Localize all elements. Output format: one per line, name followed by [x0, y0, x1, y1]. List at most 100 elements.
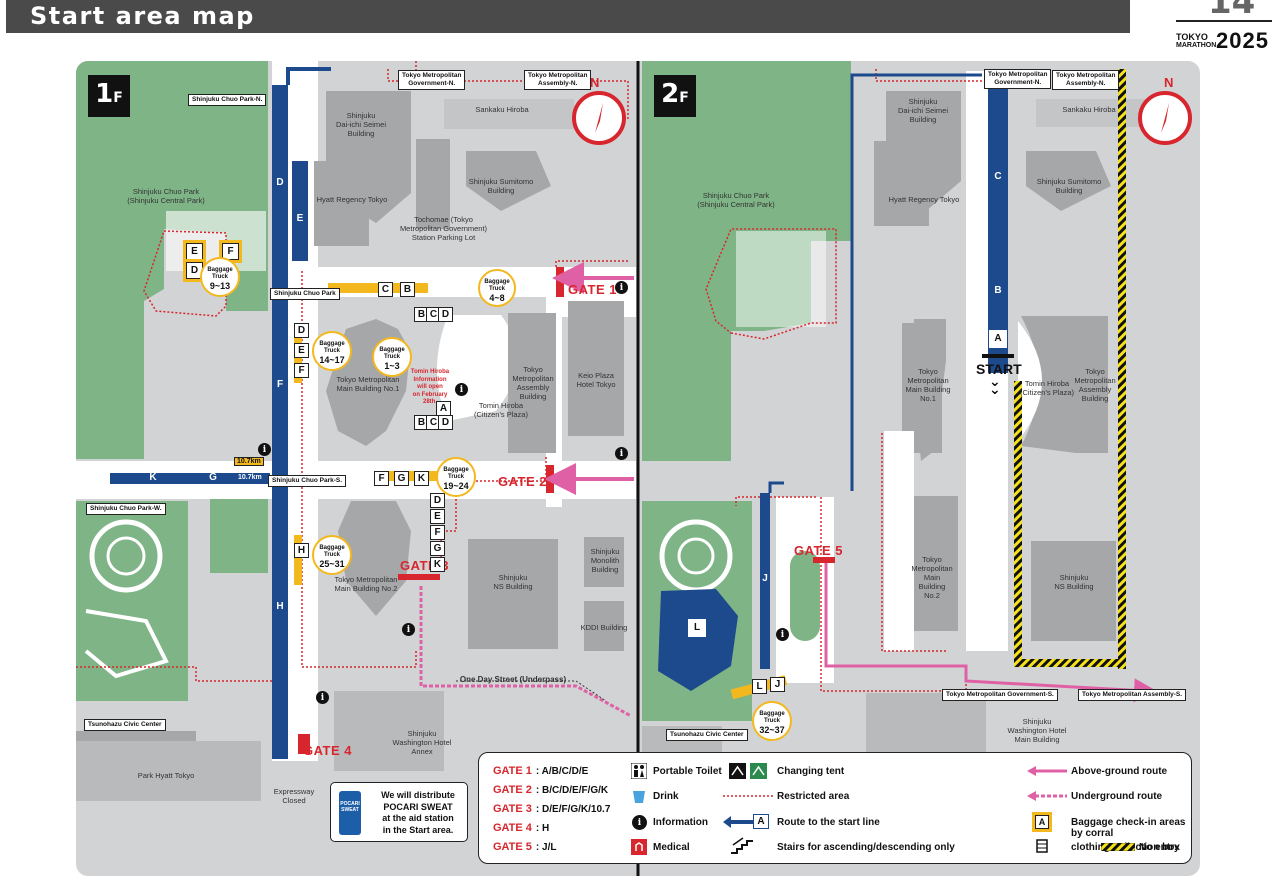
corral-a4: A [436, 401, 451, 416]
legend-under: Underground route [1071, 791, 1163, 802]
2f-route-c [988, 83, 1008, 373]
label-expressway: Expressway Closed [273, 787, 315, 805]
2f-no-entry-right [1118, 69, 1126, 669]
label-chuo-park-n: Shinjuku Chuo Park-N. [188, 94, 267, 106]
label-tma-n-2f: Tokyo Metropolitan Assembly-N. [1052, 70, 1120, 90]
label-ns-1f: Shinjuku NS Building [493, 573, 533, 591]
label-tma-s: Tokyo Metropolitan Assembly-S. [1078, 689, 1187, 701]
above-ground-arrow-icon [1027, 766, 1067, 776]
route-label-c: C [994, 171, 1002, 182]
corral-e: E [186, 243, 203, 260]
label-sumitomo-2f: Shinjuku Sumitomo Building [1036, 177, 1102, 195]
label-tmg-n-2f: Tokyo Metropolitan Government-N. [984, 69, 1052, 89]
page-title: Start area map [30, 2, 255, 30]
1f-kddi [584, 601, 624, 651]
2f-pond-l [658, 589, 738, 691]
label-tochomae: Tochomae (Tokyo Metropolitan Government)… [399, 215, 488, 242]
label-chuo-park-w: Shinjuku Chuo Park-W. [86, 503, 166, 515]
label-main-bldg-2-2f: Tokyo Metropolitan Main Building No.2 [911, 555, 953, 600]
information-icon: i [615, 447, 628, 460]
corral-e6: E [430, 509, 445, 524]
map-drawing [76, 61, 1158, 876]
information-icon: i [258, 443, 271, 456]
label-main-bldg-2-1f: Tokyo Metropolitan Main Building No.2 [334, 575, 398, 593]
label-tma-n-1f: Tokyo Metropolitan Assembly-N. [524, 70, 592, 90]
restricted-line-icon [723, 795, 773, 797]
label-chuo-park-1f: Shinjuku Chuo Park (Shinjuku Central Par… [127, 187, 205, 205]
label-ns-2f: Shinjuku NS Building [1054, 573, 1094, 591]
corral-f: F [222, 243, 239, 260]
corral-d6: D [430, 493, 445, 508]
legend-changing: Changing tent [777, 766, 845, 777]
label-tomin-hiroba-1f: Tomin Hiroba (Citizen's Plaza) [474, 401, 528, 419]
1f-route-h [272, 491, 288, 759]
1f-sumitomo [466, 151, 551, 211]
pocari-sweat-note: POCARI SWEAT We will distribute POCARI S… [330, 782, 468, 842]
2f-main-bldg-2 [908, 496, 958, 631]
legend-medical: Medical [653, 842, 690, 853]
label-tomin-hiroba-2f: Tomin Hiroba (Citizen's Plaza) [1020, 379, 1074, 397]
2f-route-top [850, 73, 982, 491]
legend-drink: Drink [653, 791, 679, 802]
route-label-j: J [762, 573, 768, 584]
route-label-e: E [296, 213, 304, 224]
legend-gate-1: GATE 1: A/B/C/D/E [493, 765, 589, 777]
label-monolith: Shinjuku Monolith Building [590, 547, 620, 574]
label-chuo-park-box: Shinjuku Chuo Park [270, 288, 340, 300]
north-label-2f: N [1164, 75, 1174, 90]
1f-route-k [110, 473, 270, 484]
logo-year: 2025 [1216, 28, 1269, 53]
legend-information: Information [653, 817, 708, 828]
logo-line1: TOKYO [1176, 32, 1208, 42]
label-park-hyatt: Park Hyatt Tokyo [137, 771, 195, 780]
1f-main-bldg-2 [338, 501, 411, 616]
legend-gate-2: GATE 2: B/C/D/E/F/G/K [493, 784, 609, 796]
distance-marker-10-7-b: 10.7km [236, 474, 264, 481]
corral-f2: F [294, 363, 309, 378]
distance-marker-10-7-a: 10.7km [234, 457, 264, 466]
label-hyatt-2f: Hyatt Regency Tokyo [888, 195, 960, 204]
toilet-icon [631, 763, 647, 779]
2f-no-entry-bottom [1014, 659, 1126, 667]
label-washington-1f: Shinjuku Washington Hotel Annex [392, 729, 452, 756]
label-tomin-note: Tomin Hiroba Information will open on Fe… [410, 369, 450, 405]
route-label-b: B [994, 285, 1002, 296]
1f-hyatt [314, 161, 369, 246]
1f-assembly [508, 313, 556, 453]
route-label-l: L [688, 619, 706, 637]
label-tsunohazu-1f: Tsunohazu Civic Center [84, 719, 166, 731]
2f-tomin [1021, 316, 1108, 453]
no-entry-hatch-icon [1101, 843, 1135, 851]
1f-monolith [584, 537, 624, 587]
legend-stairs: Stairs for ascending/descending only [777, 842, 955, 853]
corral-d2: D [294, 323, 309, 338]
corral-b4: B [414, 415, 429, 430]
pocari-text: We will distribute POCARI SWEAT at the a… [381, 790, 455, 835]
baggage-check-in-icon: A [1035, 815, 1049, 829]
route-arrow-icon [723, 816, 753, 828]
1f-route-e [292, 161, 308, 261]
start-label: START [976, 361, 1022, 377]
corral-b: B [400, 282, 415, 297]
route-label-f: F [276, 379, 284, 390]
2f-route-j [760, 493, 770, 669]
label-main-bldg-1-1f: Tokyo Metropolitan Main Building No.1 [336, 375, 400, 393]
gate2-label: GATE 2 [498, 474, 547, 489]
gate5-label: GATE 5 [794, 543, 843, 558]
page-number: 14 [1208, 0, 1256, 22]
label-kddi: KDDI Building [580, 623, 628, 632]
pocari-can-icon: POCARI SWEAT [339, 791, 361, 835]
corral-f5: F [374, 471, 389, 486]
information-icon: i [632, 815, 647, 830]
2f-restricted-area [705, 69, 986, 692]
legend-baggage: Baggage check-in areas by corral [1071, 817, 1186, 839]
label-dai-ichi-2f: Shinjuku Dai-ichi Seimei Building [897, 97, 948, 124]
